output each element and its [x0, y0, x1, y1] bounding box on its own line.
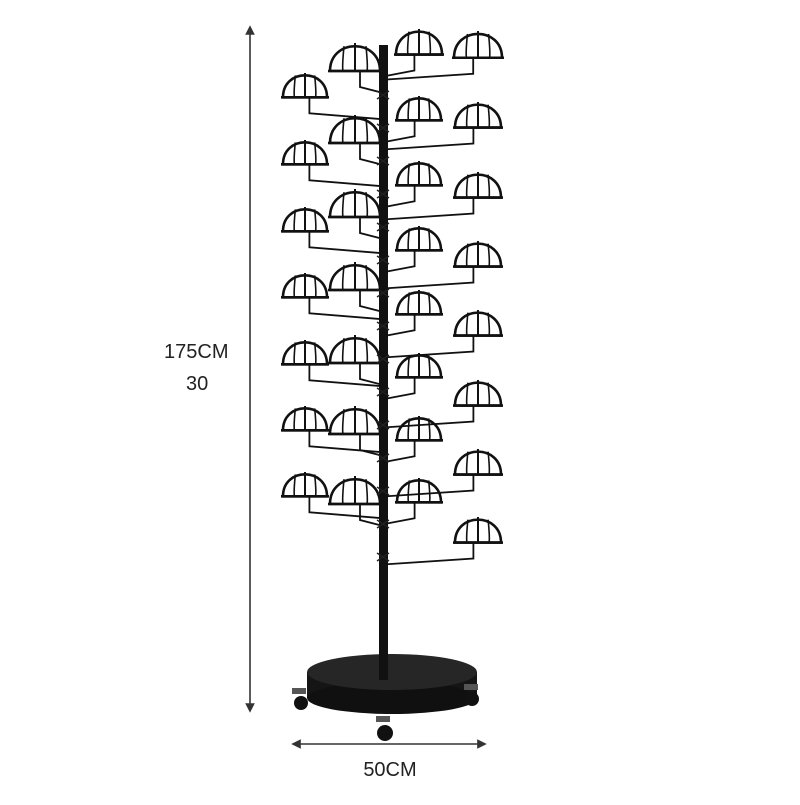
cap-frame: [382, 380, 503, 429]
cap-frame: [281, 73, 384, 121]
cap-frame: [281, 406, 384, 454]
pole-hook: [376, 156, 390, 166]
pole-hook: [376, 255, 390, 265]
cap-frame: [382, 478, 443, 526]
cap-frame: [328, 335, 384, 386]
pole-hook: [376, 321, 390, 331]
pole-hook: [376, 519, 390, 529]
cap-frame: [328, 406, 384, 457]
cap-frame: [382, 172, 503, 221]
cap-frame: [382, 449, 503, 498]
cap-frame: [281, 472, 384, 520]
pole-hook: [376, 288, 390, 298]
height-sub-label: 30: [186, 373, 209, 395]
cap-frame: [328, 115, 384, 166]
cap-frame: [382, 161, 443, 209]
pole-hook: [376, 453, 390, 463]
cap-frame: [382, 241, 503, 290]
cap-frame: [281, 273, 384, 321]
pole-hook: [376, 189, 390, 199]
pole-hook: [376, 222, 390, 232]
pole-hook: [376, 354, 390, 364]
cap-frame: [382, 96, 443, 144]
cap-frame: [328, 43, 384, 94]
cap-frame: [328, 476, 384, 527]
pole-hook: [376, 552, 390, 562]
cap-frame: [382, 29, 444, 78]
cap-frame: [281, 340, 384, 388]
cap-frame: [382, 31, 504, 81]
cap-frame: [382, 517, 503, 566]
cap-frame: [382, 416, 443, 464]
cap-frame: [382, 102, 503, 151]
cap-frame: [382, 226, 443, 274]
cap-frame: [281, 140, 384, 188]
cap-frame: [281, 207, 384, 255]
pole-hook: [376, 420, 390, 430]
pole-hook: [376, 486, 390, 496]
cap-frame: [382, 353, 443, 401]
height-label: 175CM: [164, 341, 229, 363]
cap-frame: [328, 262, 384, 313]
rack-base: [307, 654, 477, 714]
width-label: 50CM: [363, 759, 417, 781]
cap-frame: [382, 290, 443, 338]
pole-hook: [376, 123, 390, 133]
pole-hook: [376, 90, 390, 100]
caster-wheels: [292, 684, 479, 741]
cap-frame: [328, 189, 384, 240]
center-pole: [379, 45, 388, 680]
cap-frame: [382, 310, 503, 359]
pole-hook: [376, 387, 390, 397]
cap-holders: [281, 29, 504, 566]
